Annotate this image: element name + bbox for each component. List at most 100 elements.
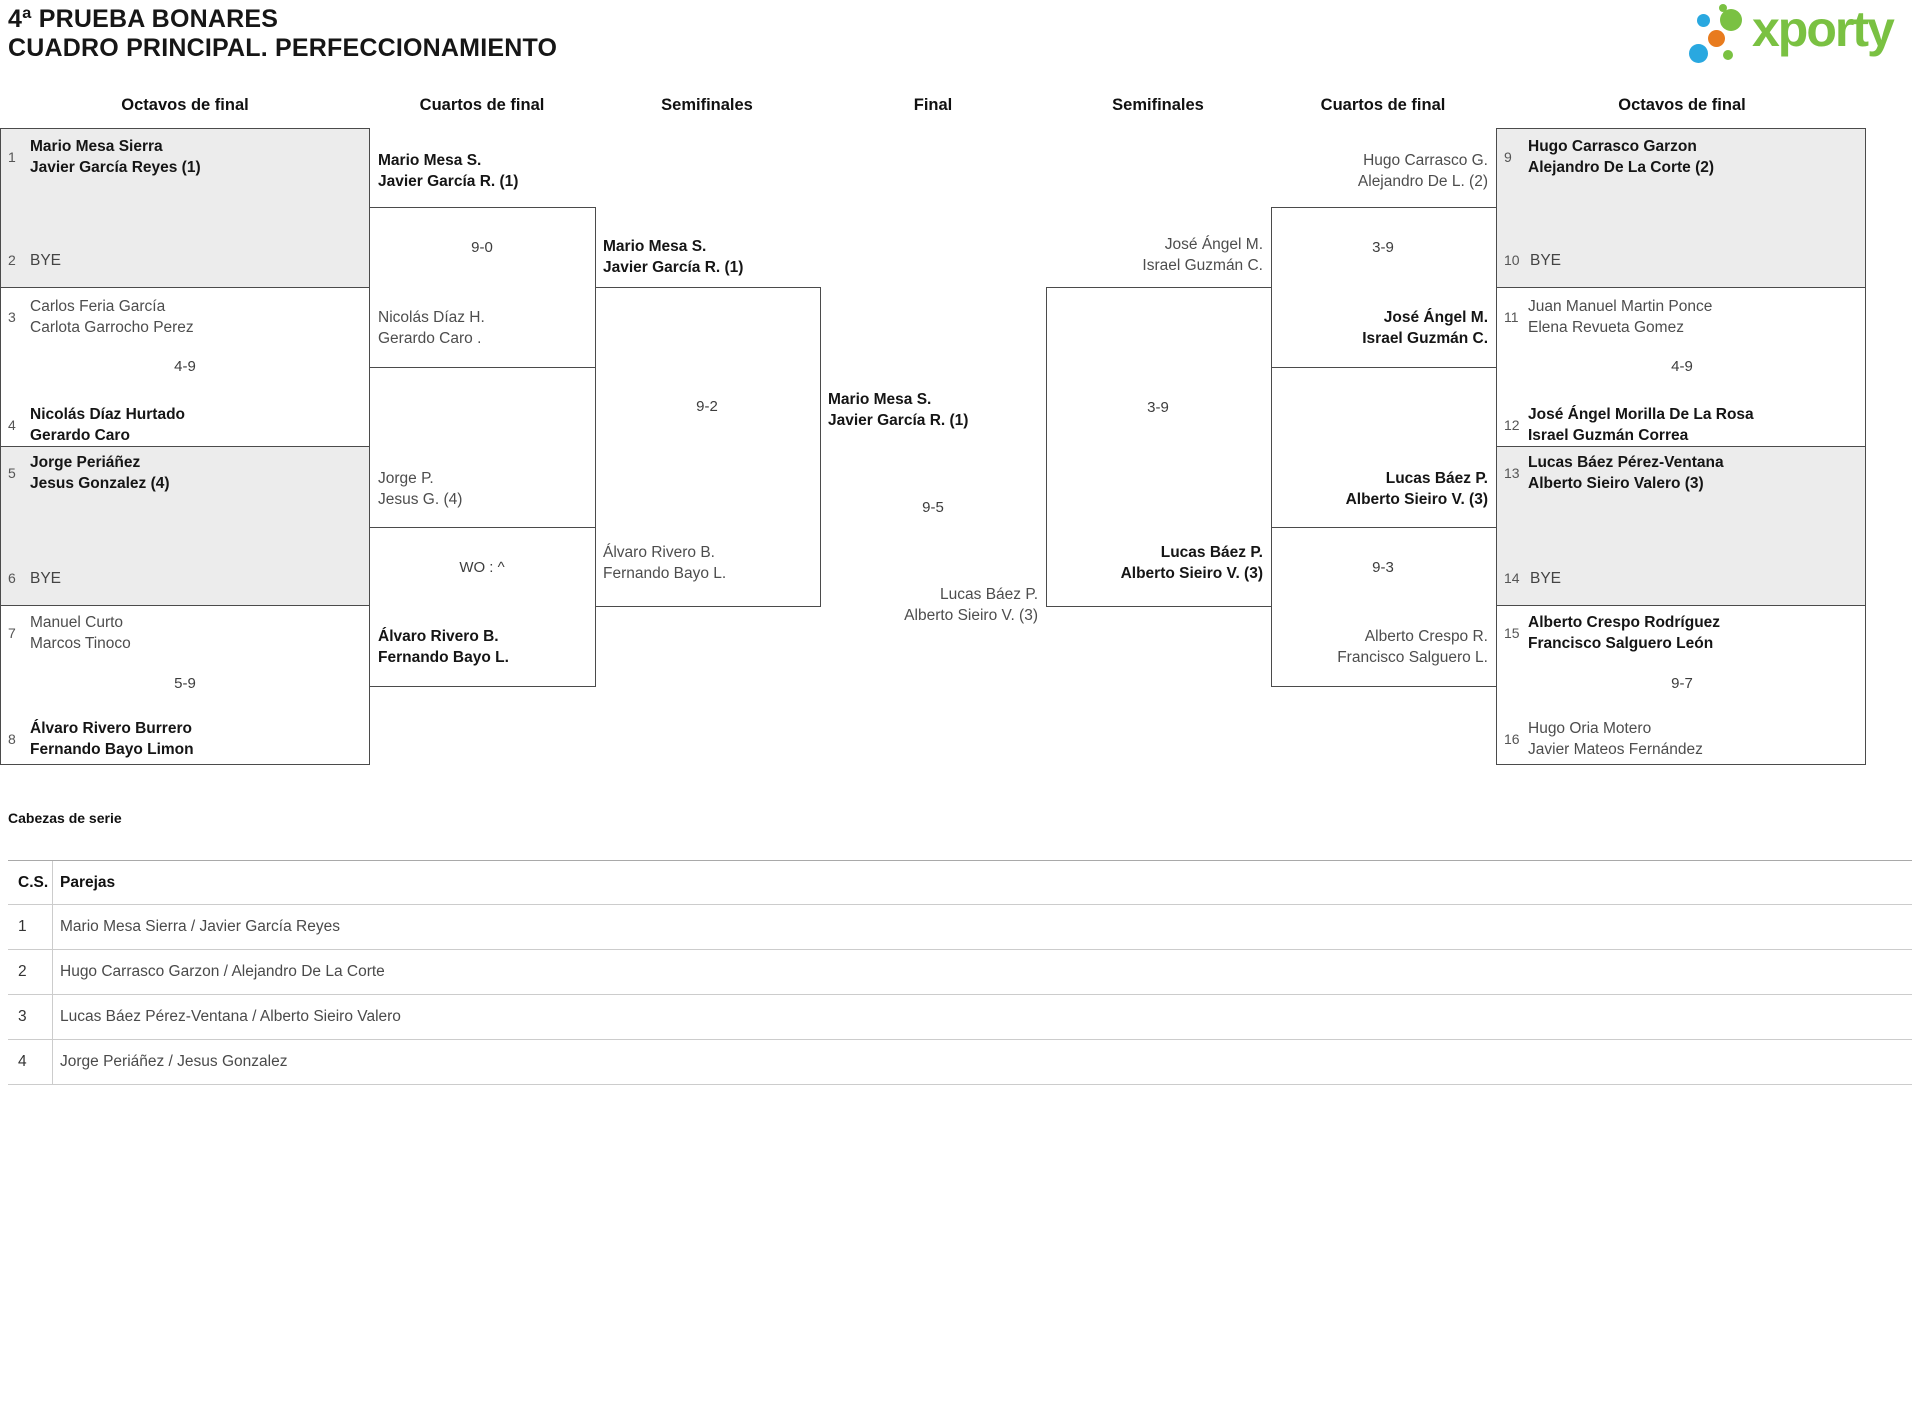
round-header-oct-left: Octavos de final xyxy=(121,96,249,114)
sf-r-winner: Lucas Báez P. Alberto Sieiro V. (3) xyxy=(1051,542,1263,584)
qf-l1-loser: Nicolás Díaz H. Gerardo Caro . xyxy=(378,307,485,349)
match-box-oct-l2 xyxy=(0,287,370,447)
team-entry-5: Jorge Periáñez Jesus Gonzalez (4) xyxy=(30,452,170,494)
seed-cs: 3 xyxy=(18,1008,27,1025)
match-box-oct-r1 xyxy=(1496,128,1866,288)
match-box-qf-r1 xyxy=(1271,207,1497,368)
match-box-sf-r xyxy=(1046,287,1272,607)
player-name: José Ángel Morilla De La Rosa xyxy=(1528,406,1754,423)
qf-l1-winner: Mario Mesa S. Javier García R. (1) xyxy=(378,150,518,192)
player-name: Hugo Carrasco G. xyxy=(1363,152,1488,169)
match-score: 3-9 xyxy=(1147,399,1169,416)
seed-number: 15 xyxy=(1504,625,1520,641)
player-name: Carlota Garrocho Perez xyxy=(30,319,194,336)
player-name: Javier García R. (1) xyxy=(603,259,744,276)
player-name: Carlos Feria García xyxy=(30,298,166,315)
qf-l2-winner: Álvaro Rivero B. Fernando Bayo L. xyxy=(378,626,509,668)
round-header-qf-right: Cuartos de final xyxy=(1320,96,1446,114)
seed-cs: 2 xyxy=(18,963,27,980)
table-row: 2 Hugo Carrasco Garzon / Alejandro De La… xyxy=(8,950,1912,995)
team-entry-15: Alberto Crespo Rodríguez Francisco Salgu… xyxy=(1528,612,1720,654)
logo-wordmark: xporty xyxy=(1752,1,1895,57)
round-header-oct-right: Octavos de final xyxy=(1618,96,1746,114)
seed-pair: Lucas Báez Pérez-Ventana / Alberto Sieir… xyxy=(60,1008,401,1025)
seed-cs: 1 xyxy=(18,918,27,935)
logo-dot-icon xyxy=(1689,44,1708,63)
player-name: Javier García R. (1) xyxy=(378,173,519,190)
match-box-qf-r2 xyxy=(1271,527,1497,687)
player-name: Alberto Sieiro V. (3) xyxy=(904,607,1038,624)
table-row: 4 Jorge Periáñez / Jesus Gonzalez xyxy=(8,1040,1912,1085)
logo-dot-icon xyxy=(1697,14,1710,27)
match-box-oct-l1 xyxy=(0,128,370,288)
match-score: 4-9 xyxy=(1671,358,1693,375)
match-score: 3-9 xyxy=(1372,239,1394,256)
player-name: Manuel Curto xyxy=(30,614,124,631)
table-row: 1 Mario Mesa Sierra / Javier García Reye… xyxy=(8,905,1912,950)
team-entry-1: Mario Mesa Sierra Javier García Reyes (1… xyxy=(30,136,201,178)
logo-dot-icon xyxy=(1719,4,1727,12)
match-score: 9-2 xyxy=(696,398,718,415)
player-name: Jesus Gonzalez (4) xyxy=(30,475,170,492)
player-name: Fernando Bayo Limon xyxy=(30,741,194,758)
match-score: 4-9 xyxy=(174,358,196,375)
team-entry-8: Álvaro Rivero Burrero Fernando Bayo Limo… xyxy=(30,718,194,760)
match-box-qf-l2 xyxy=(369,527,596,687)
bye-label: BYE xyxy=(1530,570,1562,587)
player-name: Israel Guzmán C. xyxy=(1362,330,1488,347)
player-name: Francisco Salguero León xyxy=(1528,635,1714,652)
player-name: Álvaro Rivero B. xyxy=(378,628,499,645)
bye-label: BYE xyxy=(30,570,62,587)
seed-pair: Mario Mesa Sierra / Javier García Reyes xyxy=(60,918,340,935)
player-name: Jesus G. (4) xyxy=(378,491,463,508)
player-name: Nicolás Díaz Hurtado xyxy=(30,406,186,423)
match-score: 9-0 xyxy=(471,239,493,256)
match-box-qf-l1 xyxy=(369,207,596,368)
player-name: Jorge Periáñez xyxy=(30,454,141,471)
xporty-logo[interactable]: xporty xyxy=(1688,1,1918,74)
sf-l-winner: Mario Mesa S. Javier García R. (1) xyxy=(603,236,743,278)
player-name: Hugo Carrasco Garzon xyxy=(1528,138,1697,155)
seed-number: 3 xyxy=(8,309,16,325)
seed-number: 8 xyxy=(8,731,16,747)
team-entry-4: Nicolás Díaz Hurtado Gerardo Caro xyxy=(30,404,185,446)
page-title-line2: CUADRO PRINCIPAL. PERFECCIONAMIENTO xyxy=(8,34,558,62)
player-name: Lucas Báez P. xyxy=(1385,470,1488,487)
final-score: 9-5 xyxy=(922,499,944,516)
logo-dot-icon xyxy=(1723,50,1733,60)
player-name: Hugo Oria Motero xyxy=(1528,720,1652,737)
match-box-sf-l xyxy=(595,287,821,607)
seeds-table: C.S. Parejas 1 Mario Mesa Sierra / Javie… xyxy=(8,860,1912,1085)
player-name: Francisco Salguero L. xyxy=(1337,649,1488,666)
bye-label: BYE xyxy=(1530,252,1562,269)
player-name: José Ángel M. xyxy=(1164,236,1263,253)
team-entry-3: Carlos Feria García Carlota Garrocho Per… xyxy=(30,296,194,338)
round-header-sf-right: Semifinales xyxy=(1112,96,1204,114)
final-runner-up: Lucas Báez P. Alberto Sieiro V. (3) xyxy=(820,584,1038,626)
logo-dot-icon xyxy=(1720,9,1742,31)
match-score: 9-7 xyxy=(1671,675,1693,692)
player-name: Juan Manuel Martin Ponce xyxy=(1528,298,1713,315)
seed-number: 4 xyxy=(8,417,16,433)
match-box-oct-r4 xyxy=(1496,605,1866,765)
logo-dot-icon xyxy=(1708,30,1725,47)
player-name: Nicolás Díaz H. xyxy=(378,309,485,326)
team-entry-7: Manuel Curto Marcos Tinoco xyxy=(30,612,131,654)
seeds-section-title: Cabezas de serie xyxy=(8,810,122,826)
seed-number: 16 xyxy=(1504,731,1520,747)
player-name: Javier Mateos Fernández xyxy=(1528,741,1703,758)
player-name: Mario Mesa S. xyxy=(603,238,707,255)
qf-r2-winner: Lucas Báez P. Alberto Sieiro V. (3) xyxy=(1276,468,1488,510)
player-name: Lucas Báez Pérez-Ventana xyxy=(1528,454,1724,471)
round-header-final: Final xyxy=(913,96,953,114)
seed-number: 7 xyxy=(8,625,16,641)
player-name: Alberto Sieiro V. (3) xyxy=(1120,565,1263,582)
page-title-line1: 4ª PRUEBA BONARES xyxy=(8,5,279,33)
seed-number: 2 xyxy=(8,252,16,268)
player-name: Javier García Reyes (1) xyxy=(30,159,201,176)
qf-r1-loser: Hugo Carrasco G. Alejandro De L. (2) xyxy=(1276,150,1488,192)
match-score: WO : ^ xyxy=(459,559,505,576)
seed-number: 14 xyxy=(1504,570,1520,586)
seeds-table-header: C.S. Parejas xyxy=(8,861,1912,905)
